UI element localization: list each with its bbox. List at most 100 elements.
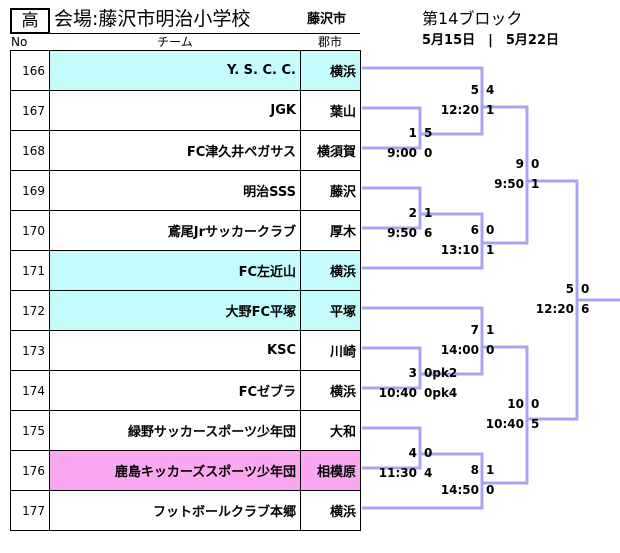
team-name: 大野FC平塚 <box>49 290 301 331</box>
match-time: 11:30 <box>378 466 417 480</box>
match-time: 13:10 <box>440 243 479 257</box>
match-number: 10 <box>507 397 524 411</box>
block-title: 第14ブロック <box>422 9 523 28</box>
score-top: 0 <box>531 157 540 171</box>
score-top: 0pk2 <box>424 366 458 380</box>
match-number: 2 <box>408 206 417 220</box>
team-number: 173 <box>10 330 50 371</box>
host-city: 藤沢市 <box>307 12 347 27</box>
match-time: 9:00 <box>387 146 417 160</box>
bracket-line-match-7 <box>362 306 484 376</box>
score-top: 0 <box>581 282 590 296</box>
score-top: 0 <box>531 397 540 411</box>
team-name: 鹿島キッカーズスポーツ少年団 <box>49 450 301 491</box>
column-header-city: 郡市 <box>317 35 342 49</box>
match-time: 9:50 <box>494 177 524 191</box>
match-number: 8 <box>470 463 479 477</box>
team-city: 藤沢 <box>300 170 361 211</box>
score-top: 0 <box>424 446 433 460</box>
score-bottom: 0 <box>486 483 495 497</box>
bracket-line-match-5 <box>362 66 484 136</box>
team-name: FCゼブラ <box>49 370 301 411</box>
grade-badge: 高 <box>10 8 50 34</box>
score-bottom: 6 <box>581 302 590 316</box>
match-number: 5 <box>565 282 574 296</box>
match-number: 3 <box>408 366 417 380</box>
team-city: 厚木 <box>300 210 361 251</box>
match-number: 4 <box>408 446 417 460</box>
match-time: 12:20 <box>535 302 574 316</box>
score-top: 1 <box>424 206 433 220</box>
match-time: 14:50 <box>440 483 479 497</box>
score-bottom: 5 <box>531 417 540 431</box>
column-header-team: チーム <box>157 35 193 49</box>
team-number: 172 <box>10 290 50 331</box>
team-name: 鳶尾Jrサッカークラブ <box>49 210 301 251</box>
score-bottom: 6 <box>424 226 433 240</box>
match-dates: 5月15日 | 5月22日 <box>422 33 560 48</box>
bracket-line-match-final <box>527 179 579 421</box>
match-number: 9 <box>515 157 524 171</box>
team-city: 横浜 <box>300 50 361 91</box>
team-name: Y. S. C. C. <box>49 50 301 91</box>
team-number: 174 <box>10 370 50 411</box>
team-city: 横浜 <box>300 250 361 291</box>
team-name: 緑野サッカースポーツ少年団 <box>49 410 301 451</box>
score-bottom: 1 <box>531 177 540 191</box>
match-number: 5 <box>470 83 479 97</box>
match-time: 14:00 <box>440 343 479 357</box>
score-bottom: 0 <box>424 146 433 160</box>
venue-title: 会場:藤沢市明治小学校 <box>54 8 251 30</box>
match-time: 12:20 <box>440 103 479 117</box>
match-time: 10:40 <box>378 386 417 400</box>
team-name: JGK <box>49 90 301 131</box>
column-header-no: No <box>11 35 28 49</box>
team-number: 171 <box>10 250 50 291</box>
match-time: 9:50 <box>387 226 417 240</box>
score-bottom: 0 <box>486 343 495 357</box>
team-city: 川崎 <box>300 330 361 371</box>
score-bottom: 0pk4 <box>424 386 458 400</box>
team-name: KSC <box>49 330 301 371</box>
match-number: 7 <box>470 323 479 337</box>
team-city: 横浜 <box>300 370 361 411</box>
score-top: 0 <box>486 223 495 237</box>
match-number: 1 <box>408 126 417 140</box>
team-name: 明治SSS <box>49 170 301 211</box>
team-name: FC左近山 <box>49 250 301 291</box>
team-number: 167 <box>10 90 50 131</box>
match-number: 6 <box>470 223 479 237</box>
score-top: 1 <box>486 323 495 337</box>
team-city: 相模原 <box>300 450 361 491</box>
team-number: 169 <box>10 170 50 211</box>
team-number: 168 <box>10 130 50 171</box>
team-name: フットボールクラブ本郷 <box>49 490 301 531</box>
team-number: 170 <box>10 210 50 251</box>
team-city: 横須賀 <box>300 130 361 171</box>
score-top: 5 <box>424 126 433 140</box>
team-city: 大和 <box>300 410 361 451</box>
team-number: 175 <box>10 410 50 451</box>
team-city: 平塚 <box>300 290 361 331</box>
score-top: 1 <box>486 463 495 477</box>
team-city: 横浜 <box>300 490 361 531</box>
bracket-line-match-8 <box>362 452 484 510</box>
score-bottom: 1 <box>486 103 495 117</box>
bracket-line-match-6 <box>362 212 484 270</box>
team-number: 166 <box>10 50 50 91</box>
team-name: FC津久井ペガサス <box>49 130 301 171</box>
team-number: 176 <box>10 450 50 491</box>
score-bottom: 1 <box>486 243 495 257</box>
team-city: 葉山 <box>300 90 361 131</box>
